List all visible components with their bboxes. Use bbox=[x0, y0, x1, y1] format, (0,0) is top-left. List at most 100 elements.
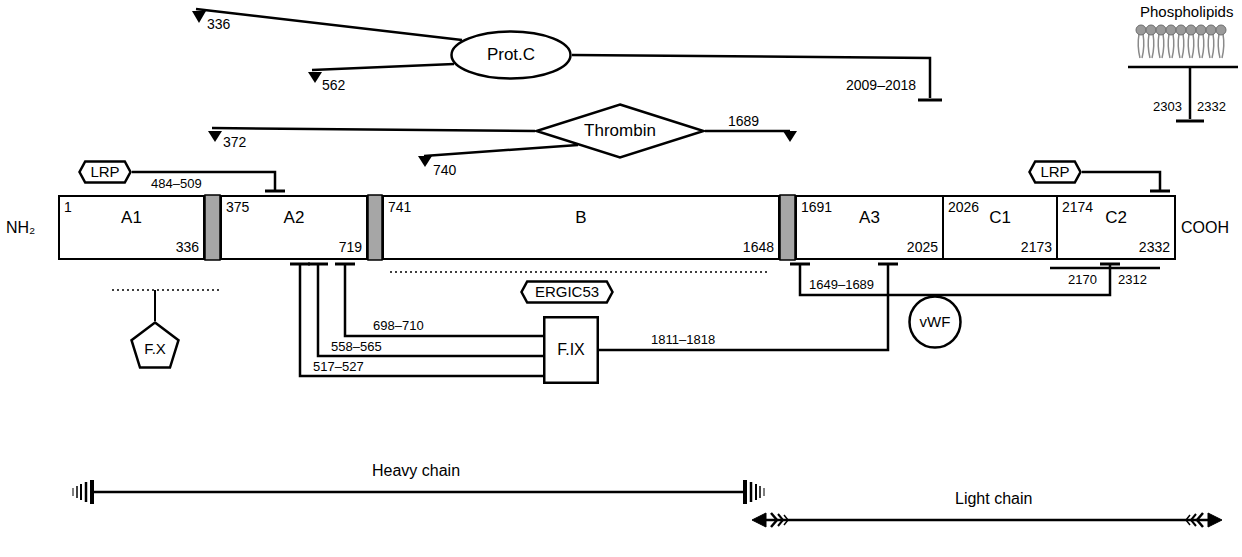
cleavage-marker bbox=[418, 156, 432, 167]
vwf-circle: vWF bbox=[908, 295, 962, 349]
lipid-tail bbox=[1178, 34, 1184, 58]
node-label: Thrombin bbox=[584, 121, 656, 141]
lrp-hexagon: LRP bbox=[78, 160, 132, 184]
binding-site-number: 2312 bbox=[1118, 273, 1147, 288]
lipid-tail bbox=[1198, 34, 1204, 58]
outline-shape bbox=[537, 105, 704, 158]
lipid-head bbox=[1206, 25, 1216, 35]
inhibition-bar-head bbox=[265, 190, 285, 193]
protein-c-ellipse: Prot.C bbox=[450, 30, 572, 80]
lipid-head bbox=[1176, 25, 1186, 35]
binding-site-number: 484–509 bbox=[150, 176, 203, 191]
node-label: F.X bbox=[144, 340, 166, 357]
chain-end bbox=[759, 486, 761, 498]
leader-line bbox=[424, 145, 578, 156]
residue-number: 741 bbox=[388, 199, 411, 215]
chain-line bbox=[92, 491, 745, 494]
domain-box: 741B1648 bbox=[382, 195, 780, 260]
node-text-group: Prot.C bbox=[450, 30, 572, 80]
outline-shape bbox=[544, 317, 598, 383]
domain-box: 1A1 336 bbox=[58, 195, 205, 260]
inhibition-bar-head bbox=[1100, 263, 1120, 266]
residue-number: 336 bbox=[176, 239, 199, 255]
chain-end bbox=[752, 513, 766, 527]
domain-name: A2 bbox=[222, 208, 366, 228]
residue-number: 375 bbox=[226, 199, 249, 215]
outline-shape bbox=[132, 323, 179, 368]
residue-number: 1 bbox=[64, 199, 72, 215]
chain-end bbox=[1197, 513, 1203, 527]
terminus-label: COOH bbox=[1181, 219, 1229, 237]
lipid-tail bbox=[1158, 34, 1164, 58]
membrane-label: Phospholipids bbox=[1140, 3, 1233, 20]
drawing-part bbox=[1128, 67, 1238, 121]
lipid-head bbox=[1186, 25, 1196, 35]
inhibition-bar-head bbox=[290, 263, 310, 266]
inhibition-bar-head bbox=[335, 263, 355, 266]
lipid-tail bbox=[1168, 34, 1174, 58]
cleavage-site-number: 372 bbox=[223, 134, 246, 150]
leader-line bbox=[1189, 67, 1192, 119]
cleavage-site-number: 336 bbox=[207, 16, 230, 32]
connector-line bbox=[345, 264, 543, 336]
connector-line bbox=[599, 264, 888, 350]
node-text-group: ERGIC53 bbox=[520, 280, 614, 304]
node-text-group: F.IX bbox=[543, 316, 599, 384]
cleavage-marker bbox=[208, 131, 222, 142]
dotted-region bbox=[390, 271, 768, 273]
cleavage-site-number: 562 bbox=[322, 77, 345, 93]
chain-end bbox=[755, 484, 757, 500]
residue-number: 719 bbox=[339, 239, 362, 255]
binding-site-number: 1811–1818 bbox=[650, 332, 716, 347]
region-line bbox=[1050, 267, 1160, 270]
chain-end bbox=[1191, 514, 1196, 526]
outline-shape bbox=[910, 297, 961, 348]
lipid-tail bbox=[1188, 34, 1194, 58]
binding-connector bbox=[599, 264, 898, 350]
connector-line bbox=[300, 264, 543, 376]
inhibition-bar-head bbox=[308, 263, 328, 266]
lipid-head bbox=[1166, 25, 1176, 35]
chain-end bbox=[750, 482, 753, 502]
residue-number: 2174 bbox=[1062, 199, 1093, 215]
chain-label: Light chain bbox=[955, 490, 1032, 508]
outline-shape bbox=[1030, 162, 1081, 183]
factor-x-pentagon: F.X bbox=[130, 321, 180, 369]
domain-name: A1 bbox=[60, 208, 203, 228]
ergic53-hexagon: ERGIC53 bbox=[520, 280, 614, 304]
acidic-region bbox=[780, 195, 795, 260]
leader-line bbox=[572, 55, 930, 98]
binding-connector bbox=[132, 172, 285, 191]
chain-line bbox=[762, 519, 1210, 522]
binding-site-number: 2303 bbox=[1153, 100, 1182, 115]
residue-number: 2332 bbox=[1139, 239, 1170, 255]
node-text-group: F.X bbox=[130, 321, 180, 369]
protein-c-cleavage-lines bbox=[196, 9, 942, 100]
binding-connector bbox=[335, 264, 543, 336]
connector-line bbox=[132, 172, 275, 191]
drawing-part bbox=[1138, 34, 1224, 58]
residue-number: 2025 bbox=[907, 239, 938, 255]
node-text-group: vWF bbox=[908, 295, 962, 349]
cleavage-site-number: 740 bbox=[433, 162, 456, 178]
lipid-head bbox=[1146, 25, 1156, 35]
leader-line bbox=[154, 290, 156, 321]
dotted-region bbox=[112, 289, 220, 291]
connector-line bbox=[800, 264, 935, 295]
membrane-line bbox=[1128, 66, 1238, 69]
binding-connector bbox=[308, 264, 543, 356]
chain-end bbox=[80, 484, 82, 500]
domain-box: 2174C22332 bbox=[1056, 195, 1176, 260]
binding-connector bbox=[290, 264, 543, 376]
chain-end bbox=[90, 480, 94, 504]
residue-number: 2173 bbox=[1021, 239, 1052, 255]
chain-end bbox=[85, 482, 88, 502]
chain-end bbox=[73, 488, 74, 496]
chain-end bbox=[76, 486, 78, 498]
inhibition-bar-head bbox=[878, 263, 898, 266]
cleavage-marker bbox=[192, 11, 206, 23]
residue-number: 1648 bbox=[743, 239, 774, 255]
domain-box: 2026C12173 bbox=[942, 195, 1058, 260]
